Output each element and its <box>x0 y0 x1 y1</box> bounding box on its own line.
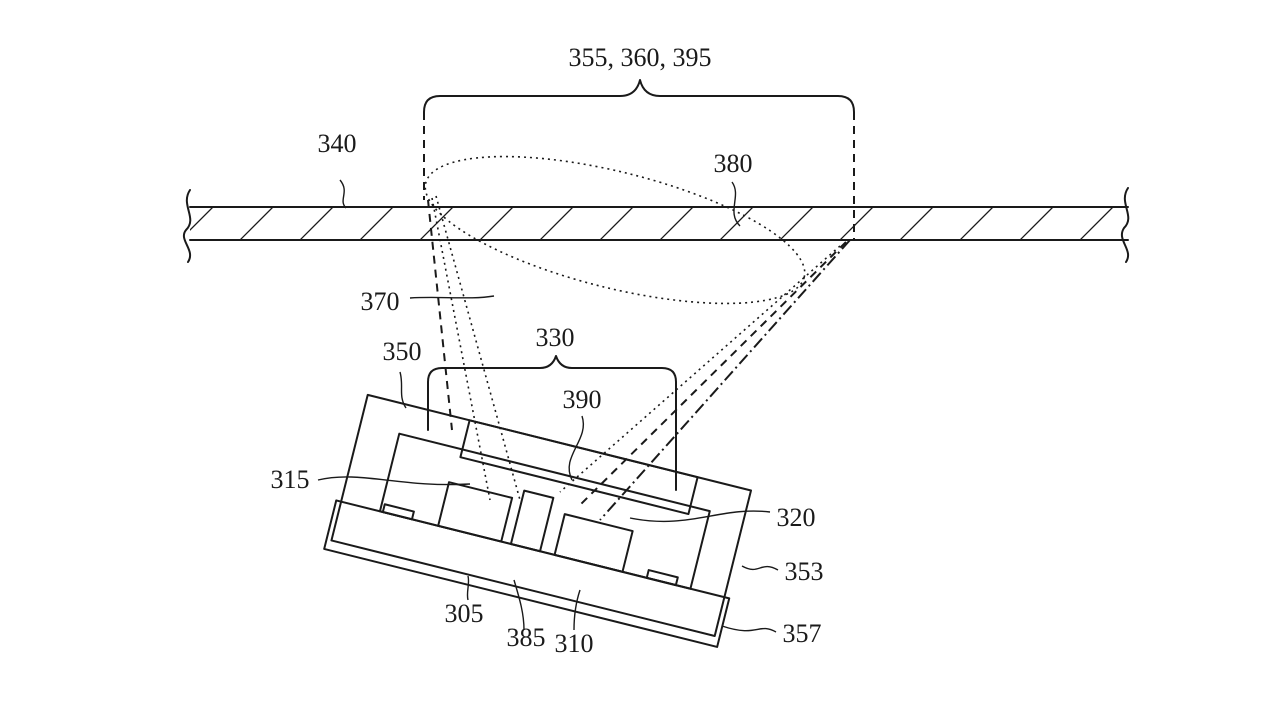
sensor-package-350 <box>323 393 752 648</box>
label-340: 340 <box>318 129 357 158</box>
label-320: 320 <box>777 503 816 532</box>
label-370: 370 <box>361 287 400 316</box>
labels: 355, 360, 395 340 380 370 330 350 390 31… <box>271 43 824 658</box>
illumination-ellipse-380 <box>424 155 806 305</box>
label-330: 330 <box>536 323 575 352</box>
leader-lines <box>317 179 779 633</box>
label-380: 380 <box>714 149 753 178</box>
label-357: 357 <box>783 619 822 648</box>
label-353: 353 <box>785 557 824 586</box>
label-315: 315 <box>271 465 310 494</box>
label-310: 310 <box>555 629 594 658</box>
label-305: 305 <box>445 599 484 628</box>
light-rays-370 <box>427 195 851 521</box>
brace-330 <box>427 355 677 491</box>
cover-layer-340 <box>183 187 1130 263</box>
label-355-360-395: 355, 360, 395 <box>569 43 712 72</box>
label-350: 350 <box>383 337 422 366</box>
label-385: 385 <box>507 623 546 652</box>
brace-top <box>423 79 855 240</box>
label-390: 390 <box>563 385 602 414</box>
